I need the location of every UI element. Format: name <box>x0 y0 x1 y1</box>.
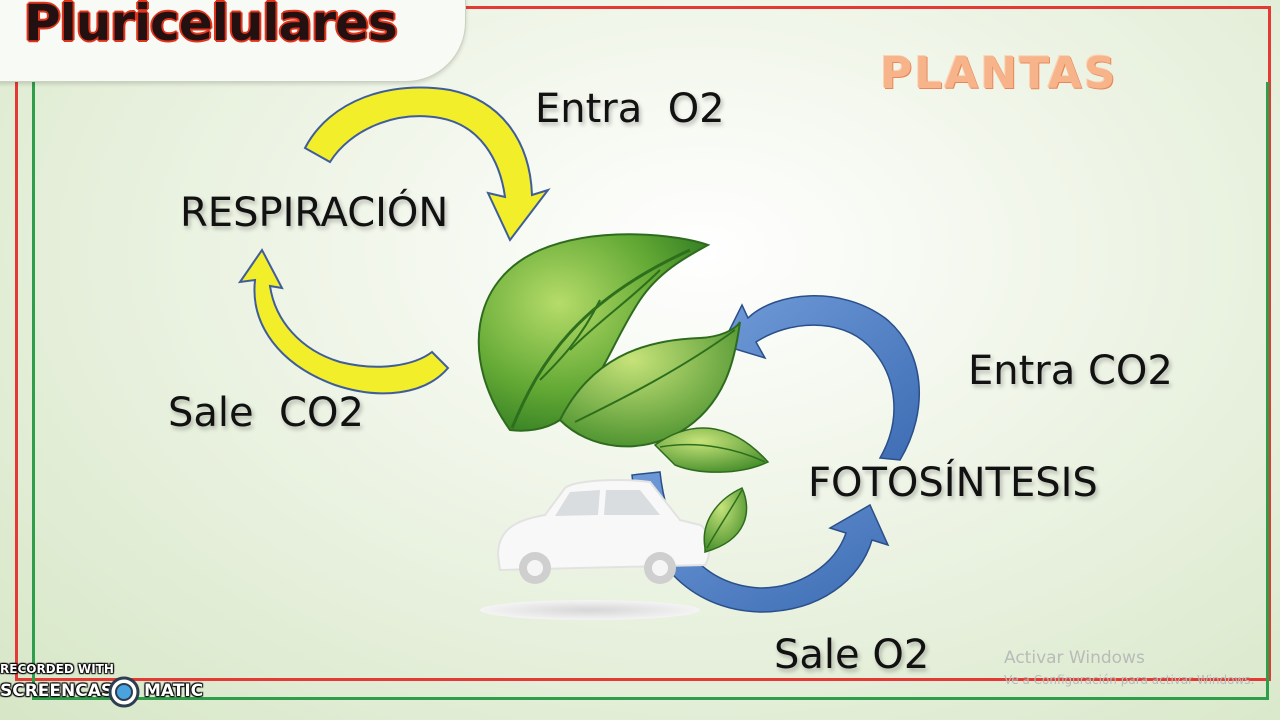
slide-frame-red <box>15 6 1271 681</box>
respiration-arrow-top <box>303 86 551 242</box>
windows-activation-title: Activar Windows <box>1004 648 1145 668</box>
photosynthesis-arrow-bottom <box>631 471 890 613</box>
slide-title: Pluricelulares <box>24 0 398 52</box>
photosynthesis-arrow-top <box>720 295 921 461</box>
recorder-watermark-brand-right: MATIC <box>144 681 204 701</box>
photosynthesis-label: FOTOSÍNTESIS <box>808 460 1098 506</box>
recorder-watermark-brand-left: SCREENCAST <box>0 681 125 701</box>
screencast-logo-icon <box>108 676 140 708</box>
respiration-out-label: Sale CO2 <box>168 390 364 436</box>
car-icon <box>480 479 711 620</box>
recorder-watermark-caption: RECORDED WITH <box>0 662 114 676</box>
title-tab <box>0 0 466 82</box>
photosynthesis-in-label: Entra CO2 <box>968 348 1173 394</box>
windows-activation-hint: Ve a Configuración para activar Windows. <box>1004 673 1255 687</box>
slide-subtitle: PLANTAS <box>880 48 1118 99</box>
respiration-label: RESPIRACIÓN <box>180 190 449 236</box>
photosynthesis-out-label: Sale O2 <box>774 632 930 678</box>
leaf-icon <box>477 233 770 553</box>
respiration-arrow-bottom <box>237 248 450 395</box>
respiration-in-label: Entra O2 <box>535 86 725 132</box>
slide-frame-green <box>32 82 1269 700</box>
